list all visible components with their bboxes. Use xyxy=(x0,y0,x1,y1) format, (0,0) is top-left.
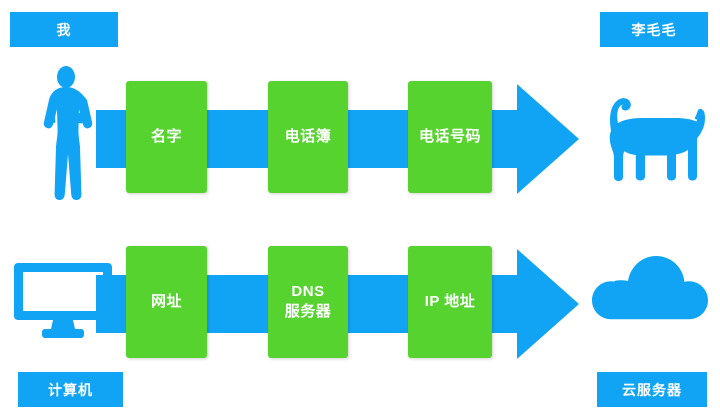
stage-box-url[interactable]: 网址 xyxy=(126,246,207,358)
target-label-top: 李毛毛 xyxy=(600,12,708,47)
stage-label: DNS 服务器 xyxy=(284,282,332,320)
stage-label: 名字 xyxy=(150,127,182,145)
stage-label: 网址 xyxy=(150,292,182,310)
source-label-top: 我 xyxy=(10,12,118,47)
stage-label: 电话号码 xyxy=(418,127,481,145)
target-label-bottom: 云服务器 xyxy=(597,372,707,407)
stage-label: IP 地址 xyxy=(424,292,476,310)
cloud-icon xyxy=(592,255,708,333)
stage-box-ip-address[interactable]: IP 地址 xyxy=(408,246,492,358)
stage-box-name[interactable]: 名字 xyxy=(126,81,207,193)
stage-box-phonebook[interactable]: 电话簿 xyxy=(268,81,348,193)
stage-box-dns-server[interactable]: DNS 服务器 xyxy=(268,246,348,358)
source-label-bottom: 计算机 xyxy=(18,372,123,407)
person-icon xyxy=(38,66,94,206)
flow-arrow-bottom xyxy=(517,249,579,359)
stage-label: 电话簿 xyxy=(284,127,332,145)
flow-arrow-top xyxy=(517,84,579,194)
cat-icon xyxy=(590,84,712,188)
stage-box-phone-number[interactable]: 电话号码 xyxy=(408,81,492,193)
